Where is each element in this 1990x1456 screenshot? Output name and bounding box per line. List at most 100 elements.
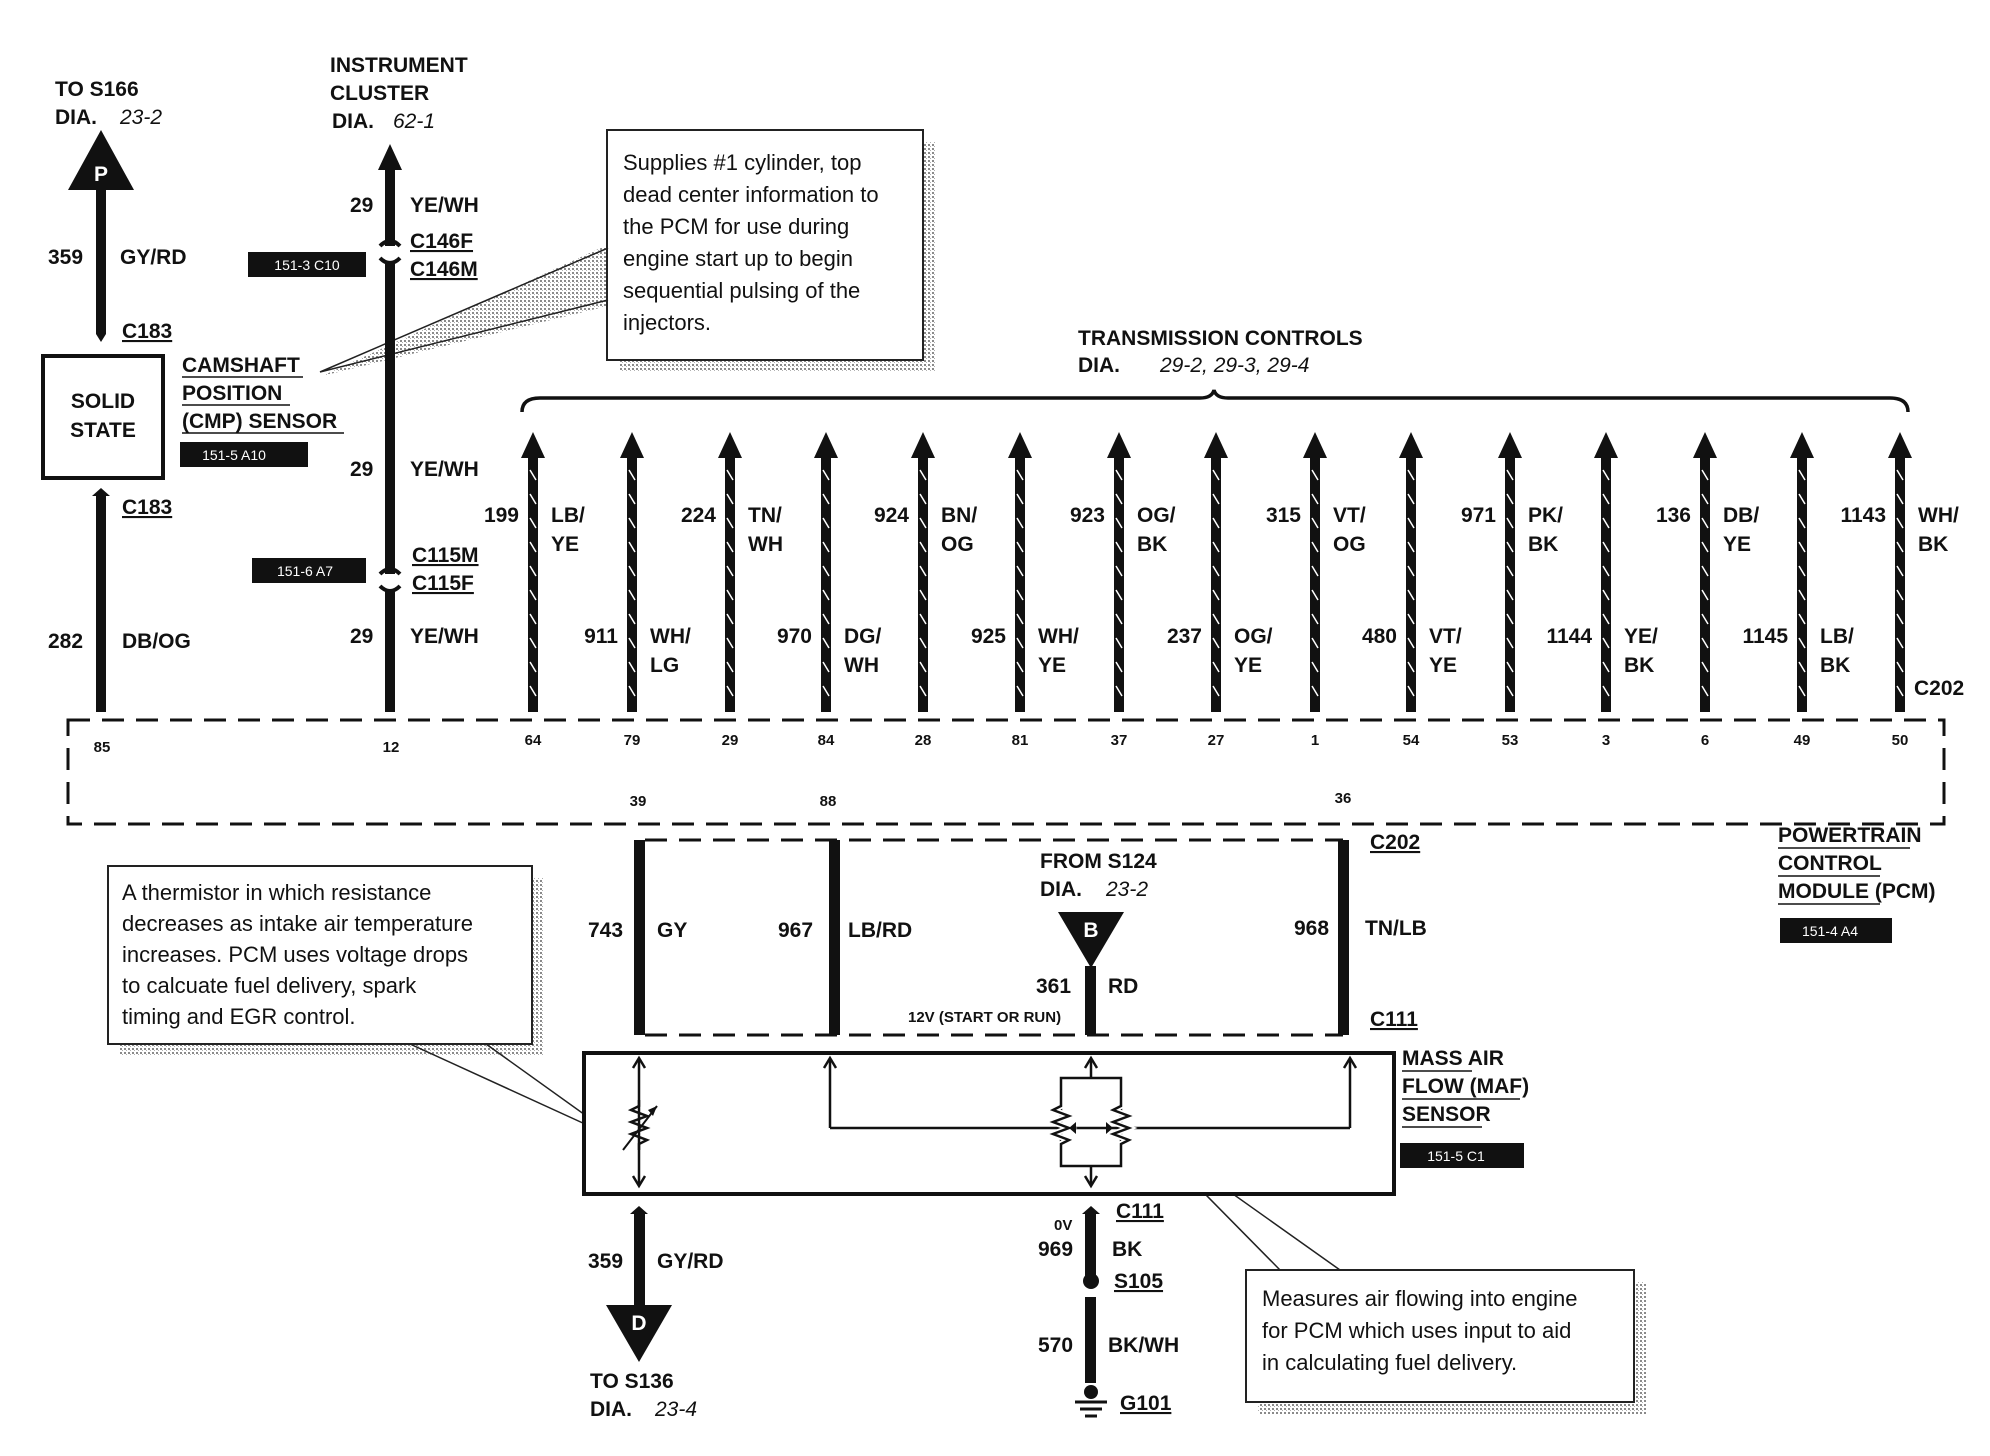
wire-color: BK <box>1624 654 1654 677</box>
wire-num: 923 <box>1070 504 1105 527</box>
cmp-label-3: (CMP) SENSOR <box>182 410 337 433</box>
pin-number: 1 <box>1311 732 1319 749</box>
pin-85: 85 <box>94 739 111 756</box>
callout-cmp: Supplies #1 cylinder, top dead center in… <box>319 129 935 376</box>
connector-c111-top: C111 <box>1370 1008 1418 1031</box>
connector-c115f: C115F <box>412 572 474 595</box>
wire-num: 970 <box>777 625 812 648</box>
pin-number: 79 <box>624 732 641 749</box>
wire-color: YE <box>1723 533 1751 556</box>
connector-c146m: C146M <box>410 258 478 281</box>
pcm-label-1: POWERTRAIN <box>1778 824 1922 847</box>
wire-color: LB/ <box>1820 625 1854 648</box>
wire-num: 224 <box>681 504 716 527</box>
pin-number: 28 <box>915 732 932 749</box>
wire-num: 29 <box>350 458 373 481</box>
wire-color: WH <box>748 533 783 556</box>
tag-151-6-a7: 151-6 A7 <box>277 563 333 579</box>
connector-c183-top: C183 <box>122 320 172 343</box>
connector-c146f: C146F <box>410 230 473 253</box>
wire-color: BK <box>1528 533 1558 556</box>
pin-number: 84 <box>818 732 835 749</box>
wire-cmp-circuit: TO S166 DIA. 23-2 P 359 GY/RD C183 SOLID… <box>41 78 344 712</box>
connector-c202-top: C202 <box>1914 677 1964 700</box>
callout-cmp-line: sequential pulsing of the <box>623 278 860 303</box>
pin-number: 81 <box>1012 732 1029 749</box>
wire-color: YE <box>1234 654 1262 677</box>
ref-to-s166: TO S166 <box>55 78 139 101</box>
callout-iat-line: decreases as intake air temperature <box>122 911 473 936</box>
callout-iat-line: A thermistor in which resistance <box>122 880 431 905</box>
wire-num: 968 <box>1294 917 1329 940</box>
callout-cmp-line: dead center information to <box>623 182 879 207</box>
wire-color: WH/ <box>650 625 691 648</box>
wire-num: 359 <box>48 246 83 269</box>
wire-num: 925 <box>971 625 1006 648</box>
tag-151-4-a4: 151-4 A4 <box>1802 923 1858 939</box>
wire-color: YE/WH <box>410 194 479 217</box>
wire-num: 480 <box>1362 625 1397 648</box>
wire-color: YE/WH <box>410 625 479 648</box>
tag-151-5-c1: 151-5 C1 <box>1427 1148 1485 1164</box>
pin-number: 37 <box>1111 732 1128 749</box>
pin-39: 39 <box>630 793 647 810</box>
ref-to-s136-dia-label: DIA. <box>590 1398 632 1421</box>
pin-number: 64 <box>525 732 542 749</box>
wire-color: TN/ <box>748 504 782 527</box>
pcm-connector: C202 85 12 39 88 36 POWERTRAIN CONTROL M… <box>66 677 1964 905</box>
ref-dia-label: DIA. <box>55 106 97 129</box>
wire-color: GY/RD <box>120 246 187 269</box>
connector-c202-maf: C202 <box>1370 831 1420 854</box>
wire-color: LB/RD <box>848 919 912 942</box>
wire-num: 969 <box>1038 1238 1073 1261</box>
splice-s105 <box>1083 1273 1099 1289</box>
callout-iat-line: increases. PCM uses voltage drops <box>122 942 468 967</box>
callout-cmp-line: injectors. <box>623 310 711 335</box>
tag-151-5-a10: 151-5 A10 <box>202 447 266 463</box>
wire-color: BK <box>1112 1238 1142 1261</box>
wire-num: 1144 <box>1546 625 1592 648</box>
arrow-p-up <box>68 130 134 190</box>
wire-color: TN/LB <box>1365 917 1427 940</box>
wire-color: OG <box>941 533 974 556</box>
wire-color: LG <box>650 654 679 677</box>
wire-num: 924 <box>874 504 909 527</box>
ref-ic-dia-label: DIA. <box>332 110 374 133</box>
wire-color: BK <box>1918 533 1948 556</box>
transmission-wire: 911 WH/LG 79 <box>584 432 691 749</box>
connector-c183-bottom: C183 <box>122 496 172 519</box>
wire-color: RD <box>1108 975 1138 998</box>
wire-color: OG <box>1333 533 1366 556</box>
voltage-12v: 12V (START OR RUN) <box>908 1009 1061 1026</box>
pin-36: 36 <box>1335 790 1352 807</box>
wire-color: VT/ <box>1333 504 1366 527</box>
arrow-d-down <box>606 1305 672 1362</box>
wire-color: WH <box>844 654 879 677</box>
wire-num: 971 <box>1461 504 1496 527</box>
wire-color: YE/ <box>1624 625 1658 648</box>
ref-to-s166-dia: 23-2 <box>119 106 162 129</box>
ground-g101-label: G101 <box>1120 1392 1172 1415</box>
ref-ic-2: CLUSTER <box>330 82 429 105</box>
wire-num: 315 <box>1266 504 1301 527</box>
ref-from-s124-dia: 23-2 <box>1105 878 1148 901</box>
wire-num: 199 <box>484 504 519 527</box>
wire-color: BK/WH <box>1108 1334 1179 1357</box>
maf-label-3: SENSOR <box>1402 1103 1491 1126</box>
pin-number: 53 <box>1502 732 1519 749</box>
maf-ground-circuit: D 359 GY/RD TO S136 DIA. 23-4 0V C111 96… <box>588 1200 1179 1421</box>
wire-color: LB/ <box>551 504 585 527</box>
wire-num: 570 <box>1038 1334 1073 1357</box>
pcm-label-2: CONTROL <box>1778 852 1882 875</box>
wire-num: 1143 <box>1840 504 1886 527</box>
wire-num: 911 <box>584 625 618 648</box>
wire-color: GY/RD <box>657 1250 724 1273</box>
callout-maf: Measures air flowing into engine for PCM… <box>1139 1127 1646 1414</box>
wire-color: VT/ <box>1429 625 1462 648</box>
